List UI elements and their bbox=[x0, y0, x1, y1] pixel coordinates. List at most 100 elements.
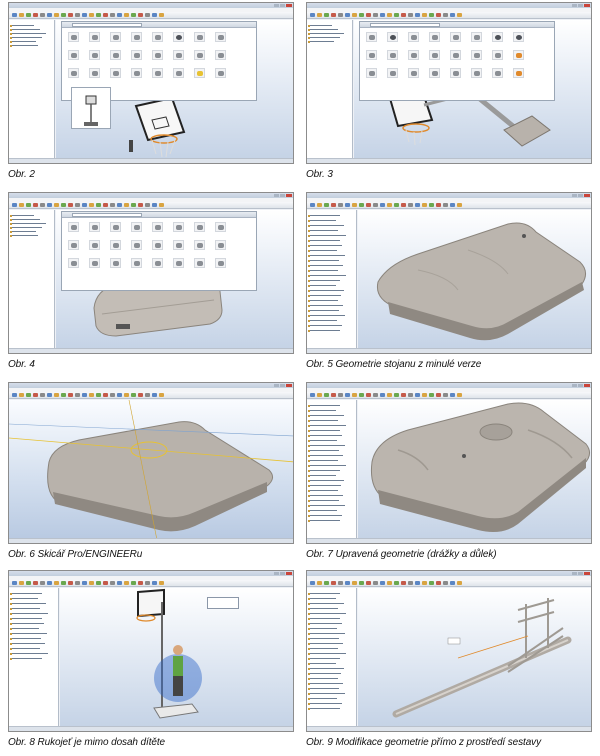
toolbar-icon[interactable] bbox=[138, 13, 143, 17]
toolbar-icon[interactable] bbox=[89, 203, 94, 207]
toolbar-icon[interactable] bbox=[26, 203, 31, 207]
toolbar-icon[interactable] bbox=[422, 13, 427, 17]
menu-bar[interactable] bbox=[307, 8, 591, 12]
toolbar-icon[interactable] bbox=[152, 393, 157, 397]
toolbar-icon[interactable] bbox=[317, 581, 322, 585]
toolbar-icon[interactable] bbox=[96, 203, 101, 207]
maximize-icon[interactable] bbox=[280, 4, 285, 7]
toolbar-icon[interactable] bbox=[366, 203, 371, 207]
minimize-icon[interactable] bbox=[572, 384, 577, 387]
toolbar-icon[interactable] bbox=[331, 203, 336, 207]
toolbar-icon[interactable] bbox=[117, 581, 122, 585]
toolbar-icon[interactable] bbox=[387, 13, 392, 17]
toolbar-icon[interactable] bbox=[450, 13, 455, 17]
toolbar-icon[interactable] bbox=[103, 13, 108, 17]
toolbar-icon[interactable] bbox=[429, 581, 434, 585]
toolbar-icon[interactable] bbox=[19, 13, 24, 17]
toolbar-icon[interactable] bbox=[68, 581, 73, 585]
toolbar-icon[interactable] bbox=[82, 393, 87, 397]
toolbar-icon[interactable] bbox=[394, 393, 399, 397]
toolbar-icon[interactable] bbox=[443, 13, 448, 17]
toolbar-icon[interactable] bbox=[457, 13, 462, 17]
toolbar-icon[interactable] bbox=[359, 581, 364, 585]
toolbar-icon[interactable] bbox=[75, 13, 80, 17]
toolbar-icon[interactable] bbox=[124, 581, 129, 585]
minimize-icon[interactable] bbox=[274, 194, 279, 197]
toolbar-icon[interactable] bbox=[61, 13, 66, 17]
maximize-icon[interactable] bbox=[578, 572, 583, 575]
toolbar[interactable] bbox=[9, 12, 293, 19]
close-icon[interactable] bbox=[286, 4, 292, 7]
toolbar-icon[interactable] bbox=[352, 393, 357, 397]
toolbar-icon[interactable] bbox=[457, 203, 462, 207]
toolbar-icon[interactable] bbox=[380, 393, 385, 397]
toolbar-icon[interactable] bbox=[422, 203, 427, 207]
toolbar-icon[interactable] bbox=[317, 393, 322, 397]
toolbar-icon[interactable] bbox=[394, 203, 399, 207]
toolbar-icon[interactable] bbox=[12, 581, 17, 585]
toolbar-icon[interactable] bbox=[380, 13, 385, 17]
toolbar-icon[interactable] bbox=[324, 393, 329, 397]
toolbar-icon[interactable] bbox=[324, 581, 329, 585]
toolbar-icon[interactable] bbox=[54, 203, 59, 207]
maximize-icon[interactable] bbox=[578, 384, 583, 387]
toolbar-icon[interactable] bbox=[96, 393, 101, 397]
toolbar-icon[interactable] bbox=[345, 13, 350, 17]
toolbar-icon[interactable] bbox=[131, 13, 136, 17]
toolbar-icon[interactable] bbox=[40, 393, 45, 397]
toolbar-icon[interactable] bbox=[54, 393, 59, 397]
toolbar-icon[interactable] bbox=[124, 203, 129, 207]
toolbar-icon[interactable] bbox=[450, 581, 455, 585]
toolbar-icon[interactable] bbox=[103, 393, 108, 397]
toolbar-icon[interactable] bbox=[408, 203, 413, 207]
toolbar-icon[interactable] bbox=[33, 203, 38, 207]
toolbar-icon[interactable] bbox=[138, 203, 143, 207]
toolbar-icon[interactable] bbox=[19, 203, 24, 207]
toolbar-icon[interactable] bbox=[159, 581, 164, 585]
toolbar[interactable] bbox=[307, 580, 591, 587]
toolbar-icon[interactable] bbox=[338, 393, 343, 397]
toolbar-icon[interactable] bbox=[415, 581, 420, 585]
minimize-icon[interactable] bbox=[274, 4, 279, 7]
toolbar-icon[interactable] bbox=[145, 13, 150, 17]
toolbar-icon[interactable] bbox=[345, 581, 350, 585]
toolbar-icon[interactable] bbox=[345, 393, 350, 397]
toolbar-icon[interactable] bbox=[429, 393, 434, 397]
toolbar-icon[interactable] bbox=[61, 393, 66, 397]
toolbar-icon[interactable] bbox=[408, 393, 413, 397]
toolbar-icon[interactable] bbox=[54, 581, 59, 585]
graphics-viewport[interactable] bbox=[358, 400, 591, 538]
toolbar-icon[interactable] bbox=[54, 13, 59, 17]
toolbar-icon[interactable] bbox=[103, 581, 108, 585]
model-tree-panel[interactable] bbox=[307, 210, 357, 348]
toolbar-icon[interactable] bbox=[429, 13, 434, 17]
toolbar-icon[interactable] bbox=[443, 393, 448, 397]
minimize-icon[interactable] bbox=[572, 194, 577, 197]
toolbar-icon[interactable] bbox=[159, 393, 164, 397]
toolbar-icon[interactable] bbox=[352, 581, 357, 585]
toolbar-icon[interactable] bbox=[345, 203, 350, 207]
catalog-browser[interactable] bbox=[61, 21, 257, 101]
toolbar-icon[interactable] bbox=[450, 203, 455, 207]
toolbar-icon[interactable] bbox=[401, 581, 406, 585]
toolbar-icon[interactable] bbox=[152, 13, 157, 17]
toolbar-icon[interactable] bbox=[131, 393, 136, 397]
toolbar-icon[interactable] bbox=[82, 203, 87, 207]
menu-bar[interactable] bbox=[307, 388, 591, 392]
maximize-icon[interactable] bbox=[578, 194, 583, 197]
minimize-icon[interactable] bbox=[274, 572, 279, 575]
toolbar-icon[interactable] bbox=[338, 203, 343, 207]
toolbar-icon[interactable] bbox=[124, 393, 129, 397]
toolbar-icon[interactable] bbox=[61, 203, 66, 207]
toolbar-icon[interactable] bbox=[103, 203, 108, 207]
minimize-icon[interactable] bbox=[572, 572, 577, 575]
toolbar[interactable] bbox=[307, 202, 591, 209]
close-icon[interactable] bbox=[286, 384, 292, 387]
toolbar-icon[interactable] bbox=[457, 581, 462, 585]
toolbar-icon[interactable] bbox=[387, 393, 392, 397]
address-field[interactable] bbox=[72, 213, 142, 217]
toolbar[interactable] bbox=[307, 12, 591, 19]
browser-toolbar[interactable] bbox=[360, 22, 554, 28]
toolbar-icon[interactable] bbox=[96, 581, 101, 585]
toolbar-icon[interactable] bbox=[366, 393, 371, 397]
